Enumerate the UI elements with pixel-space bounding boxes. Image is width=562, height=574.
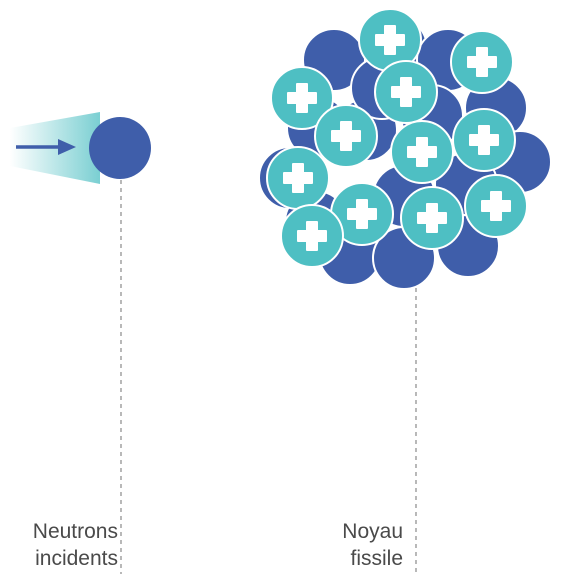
nucleus-proton — [390, 120, 454, 184]
nucleus-proton — [400, 186, 464, 250]
plus-icon — [287, 83, 317, 113]
incident-neutron — [89, 117, 151, 179]
plus-icon — [331, 121, 361, 151]
fissile-nucleus-label-line2: fissile — [350, 547, 403, 570]
nucleus-proton — [280, 204, 344, 268]
nucleus-protons — [266, 8, 528, 268]
plus-icon — [469, 125, 499, 155]
fissile-nucleus-label-line1: Noyau — [342, 520, 403, 543]
incident-neutrons-label: Neutrons incidents — [33, 518, 118, 572]
nucleus-proton — [270, 66, 334, 130]
plus-icon — [417, 203, 447, 233]
nucleus-proton — [464, 174, 528, 238]
incident-neutron-group — [10, 112, 151, 184]
nucleus-proton — [452, 108, 516, 172]
plus-icon — [407, 137, 437, 167]
plus-icon — [467, 47, 497, 77]
nucleus-proton — [374, 60, 438, 124]
nucleus-proton — [314, 104, 378, 168]
fissile-nucleus-label: Noyau fissile — [342, 518, 403, 572]
plus-icon — [347, 199, 377, 229]
plus-icon — [297, 221, 327, 251]
plus-icon — [481, 191, 511, 221]
incident-neutrons-label-line2: incidents — [35, 547, 118, 570]
plus-icon — [283, 163, 313, 193]
nucleus-proton — [358, 8, 422, 72]
plus-icon — [375, 25, 405, 55]
incident-neutrons-label-line1: Neutrons — [32, 520, 118, 543]
nucleus-proton — [266, 146, 330, 210]
plus-icon — [391, 77, 421, 107]
motion-arrow-head — [58, 139, 76, 155]
nucleus-proton — [450, 30, 514, 94]
